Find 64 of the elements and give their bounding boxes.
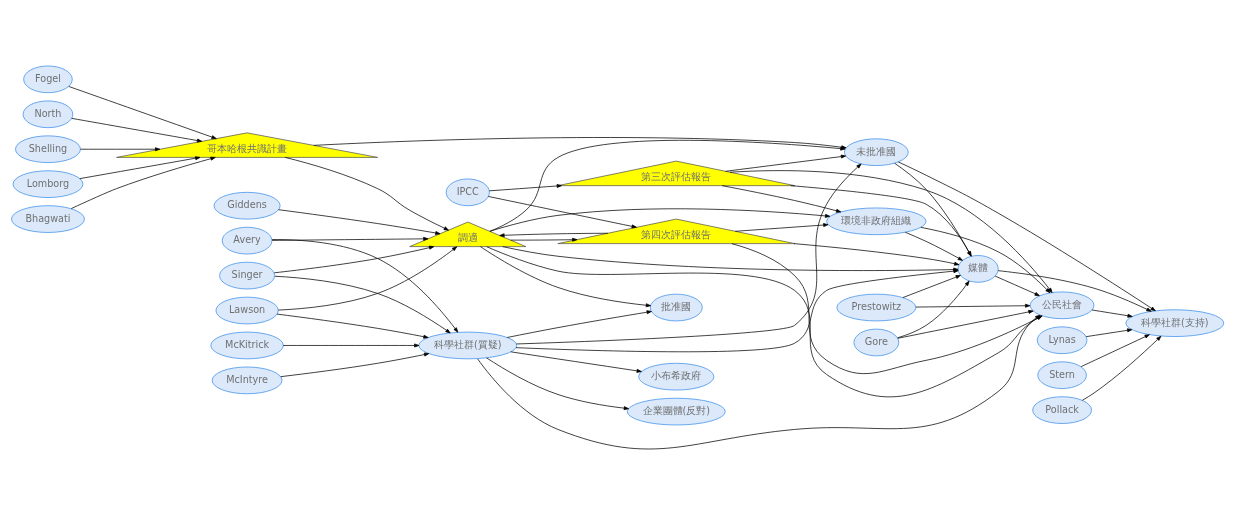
arrow [276, 313, 429, 339]
arrow [278, 209, 441, 235]
arrow [721, 185, 842, 213]
node-ellipse: Lynas [1036, 326, 1088, 354]
arrow [1080, 334, 1150, 367]
node-ellipse: North [22, 100, 74, 129]
arrow [915, 303, 1031, 308]
arrow [994, 275, 1040, 296]
arrow [997, 270, 1152, 312]
node-ellipse: 未批准國 [844, 138, 909, 166]
arrow [80, 147, 161, 152]
arrow [284, 157, 449, 231]
arrow [734, 223, 829, 232]
node-ellipse: Bhagwati [11, 205, 85, 233]
node-ellipse: 批准國 [649, 293, 703, 322]
arrow [274, 275, 451, 334]
arrow [282, 343, 420, 348]
arrow [480, 246, 651, 308]
node-ellipse: Lawson [215, 296, 279, 325]
arrow [904, 231, 963, 261]
node-ellipse: McIntyre [211, 366, 283, 395]
node-ellipse: Giddens [213, 191, 281, 220]
node-ellipse: Pollack [1032, 396, 1092, 424]
arrow [793, 243, 960, 266]
arrow [271, 239, 459, 333]
arrow [280, 352, 430, 378]
arrow [271, 236, 429, 241]
arrow [71, 118, 203, 143]
arrow [510, 237, 578, 242]
arrow [499, 232, 609, 238]
node-ellipse: Stern [1037, 361, 1087, 389]
arrow [920, 227, 1051, 294]
arrow [902, 275, 961, 298]
node-ellipse: Lomborg [12, 170, 84, 198]
arrow [277, 246, 458, 311]
node-ellipse: McKitrick [210, 331, 284, 360]
arrow [729, 170, 1053, 293]
arrow [516, 163, 862, 345]
node-ellipse: Gore [853, 328, 900, 357]
arrow [1091, 309, 1133, 318]
node-ellipse: Shelling [15, 135, 81, 163]
arrow [79, 156, 201, 180]
arrow [897, 310, 1034, 339]
arrow [486, 357, 629, 411]
node-ellipse: 企業團體(反對) [626, 397, 726, 426]
arrow [1085, 328, 1133, 338]
arrow [506, 310, 652, 338]
node-ellipse: IPCC [445, 178, 490, 207]
arrow [488, 184, 562, 192]
arrow [488, 196, 637, 229]
node-ellipse: Prestowitz [836, 293, 917, 322]
arrow [898, 161, 1156, 312]
arrow [68, 86, 217, 139]
arrow [725, 154, 847, 172]
node-ellipse: Singer [219, 261, 275, 290]
arrow [1082, 335, 1162, 401]
node-ellipse: Avery [221, 226, 273, 255]
arrow [489, 208, 831, 232]
arrow [510, 351, 642, 373]
arrow [790, 185, 972, 257]
arrow [894, 162, 972, 257]
arrow [897, 280, 970, 339]
arrow [273, 245, 435, 274]
node-ellipse: Fogel [23, 65, 73, 94]
